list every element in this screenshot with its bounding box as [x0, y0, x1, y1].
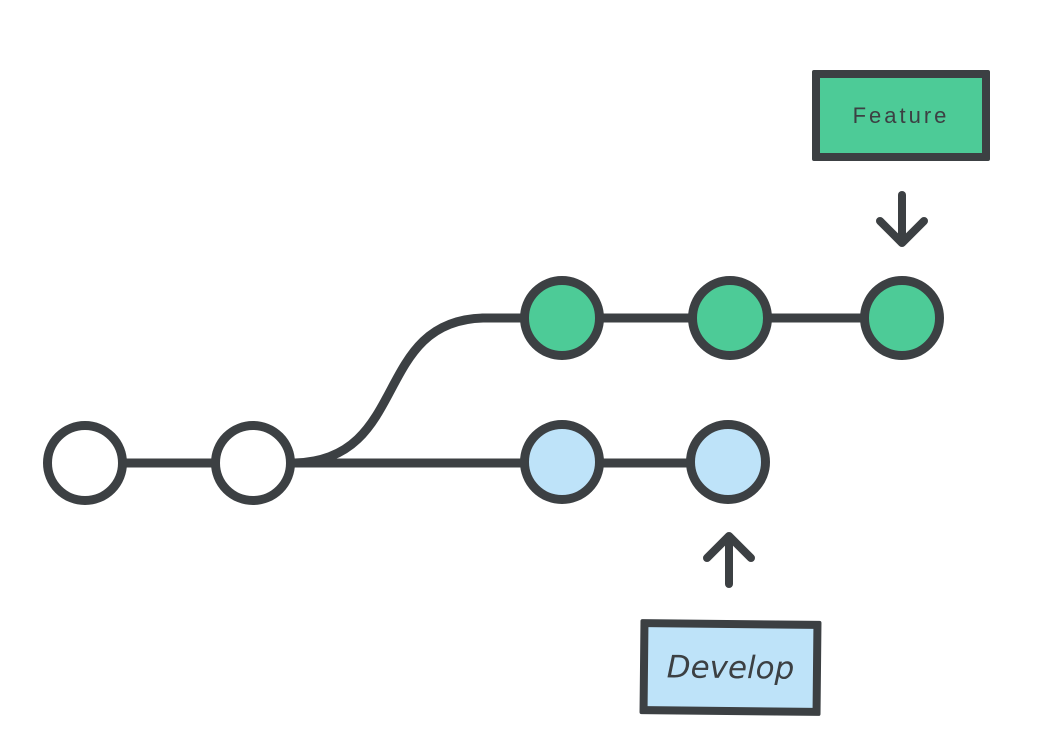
- commit-node-base-1: [43, 421, 127, 505]
- arrow-down-head: [876, 217, 928, 247]
- arrow-up-icon: [703, 532, 755, 588]
- commit-node-feature-3: [860, 276, 944, 360]
- develop-commit-nodes: [520, 420, 770, 504]
- commit-node-develop-2: [686, 420, 770, 504]
- develop-branch-label: Develop: [639, 619, 822, 716]
- commit-node-feature-2: [688, 276, 772, 360]
- branch-split-curve: [290, 313, 488, 468]
- arrow-up-head: [703, 532, 755, 562]
- feature-commit-nodes: [520, 276, 944, 360]
- commit-node-base-2: [211, 421, 295, 505]
- branch-lines: [80, 313, 907, 468]
- base-commit-nodes: [43, 421, 295, 505]
- arrow-down-icon: [876, 191, 928, 247]
- commit-node-feature-1: [520, 276, 604, 360]
- commit-node-develop-1: [520, 420, 604, 504]
- feature-branch-label: Feature: [812, 70, 990, 161]
